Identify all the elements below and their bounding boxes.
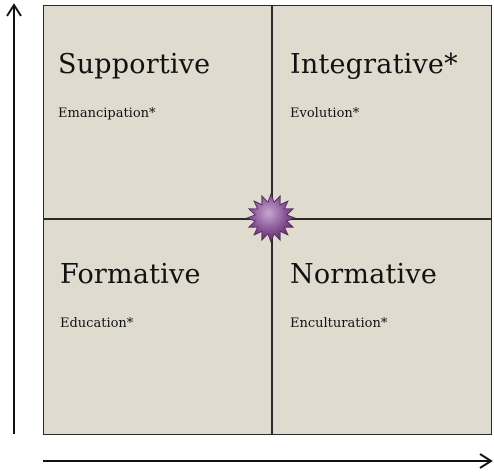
quadrant-title: Supportive: [58, 49, 211, 80]
x-axis-arrow-icon: [43, 453, 493, 469]
quadrant-formative: Formative Education*: [60, 258, 201, 332]
quadrant-title: Formative: [60, 259, 201, 290]
quadrant-title: Integrative*: [290, 49, 458, 80]
quadrant-title: Normative: [290, 259, 438, 290]
quadrant-integrative: Integrative* Evolution*: [290, 48, 458, 122]
quadrant-supportive: Supportive Emancipation*: [58, 48, 210, 122]
quadrant-normative: Normative Enculturation*: [290, 258, 437, 332]
y-axis-arrow-icon: [6, 3, 22, 434]
quadrant-subtitle: Education*: [60, 316, 134, 331]
starburst-icon: [246, 193, 296, 243]
quadrant-subtitle: Evolution*: [290, 106, 360, 121]
quadrant-subtitle: Emancipation*: [58, 106, 156, 121]
quadrant-subtitle: Enculturation*: [290, 316, 388, 331]
